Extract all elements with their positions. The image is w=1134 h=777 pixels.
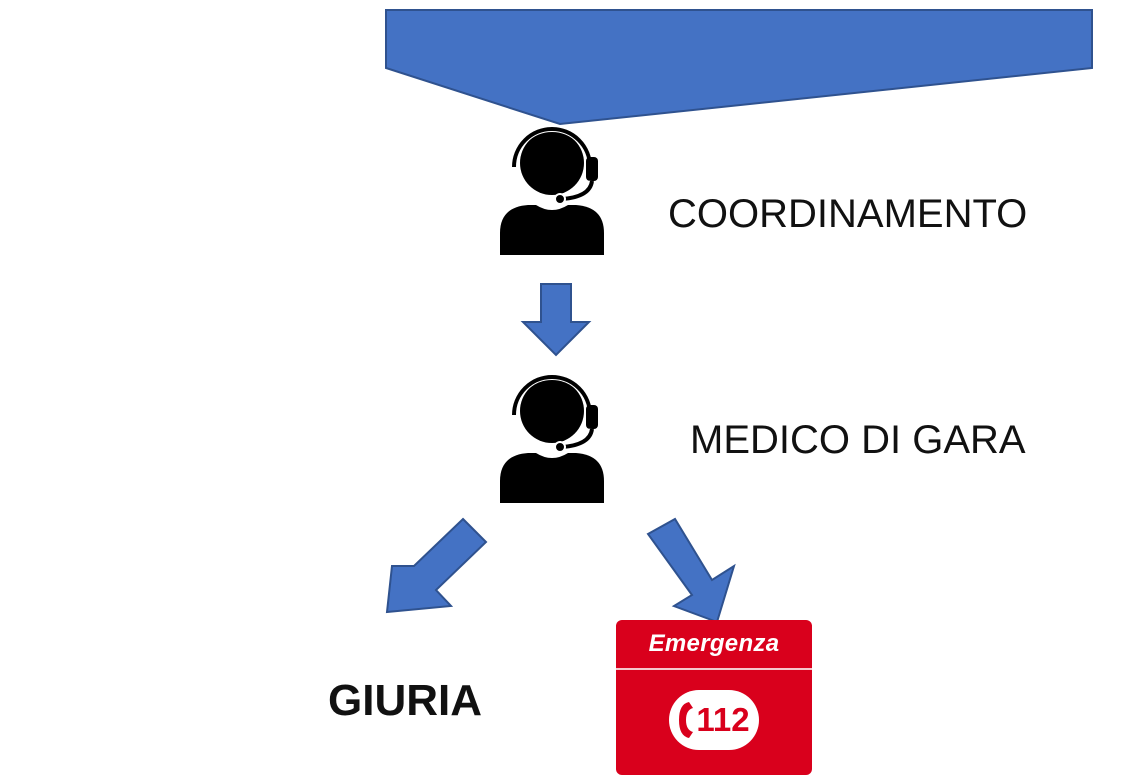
operator-headset-icon	[500, 377, 604, 503]
emergency-divider	[616, 668, 812, 670]
coordinamento-label: COORDINAMENTO	[668, 192, 1028, 236]
emergency-112-badge: Emergenza 112	[616, 620, 812, 775]
top-banner-shape	[385, 9, 1093, 126]
arrow-to-emergency	[646, 517, 736, 624]
arrow-down	[520, 283, 592, 357]
emergency-title: Emergenza	[648, 630, 780, 657]
arrow-to-giuria	[385, 517, 488, 614]
emergency-number-pill: 112	[669, 690, 759, 750]
operator-headset-icon	[500, 129, 604, 255]
emergency-number: 112	[696, 701, 750, 738]
giuria-label: GIURIA	[328, 676, 482, 725]
phone-handset-icon	[679, 702, 693, 738]
medico-di-gara-label: MEDICO DI GARA	[690, 418, 1026, 462]
